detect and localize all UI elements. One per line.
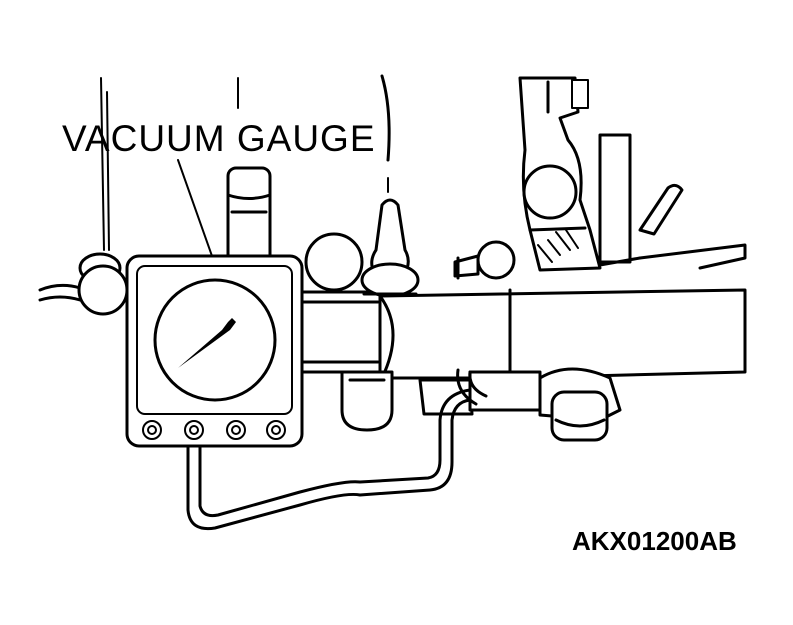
pointed-fitting [360, 198, 420, 298]
middle-round-cap [304, 232, 364, 294]
gauge-knob-3 [226, 420, 246, 440]
vacuum-gauge [125, 254, 304, 448]
left-round-fitting [77, 252, 129, 316]
background-lines [100, 74, 391, 251]
gauge-knob-2 [184, 420, 204, 440]
left-hose [38, 283, 82, 302]
horizontal-tube [378, 288, 747, 380]
vacuum-hose [186, 368, 488, 531]
lower-fittings [340, 367, 622, 442]
right-bulb-fitting [453, 240, 516, 280]
vacuum-gauge-label: VACUUM GAUGE [62, 118, 376, 159]
figure-code: AKX01200AB [572, 526, 737, 556]
upper-cylinder [226, 166, 272, 266]
right-bracket-assembly [518, 76, 747, 272]
gauge-knob-4 [266, 420, 286, 440]
callout-leader-line [177, 159, 213, 257]
manifold-rail [293, 290, 382, 374]
gauge-needle [178, 318, 236, 368]
gauge-knob-1 [142, 420, 162, 440]
